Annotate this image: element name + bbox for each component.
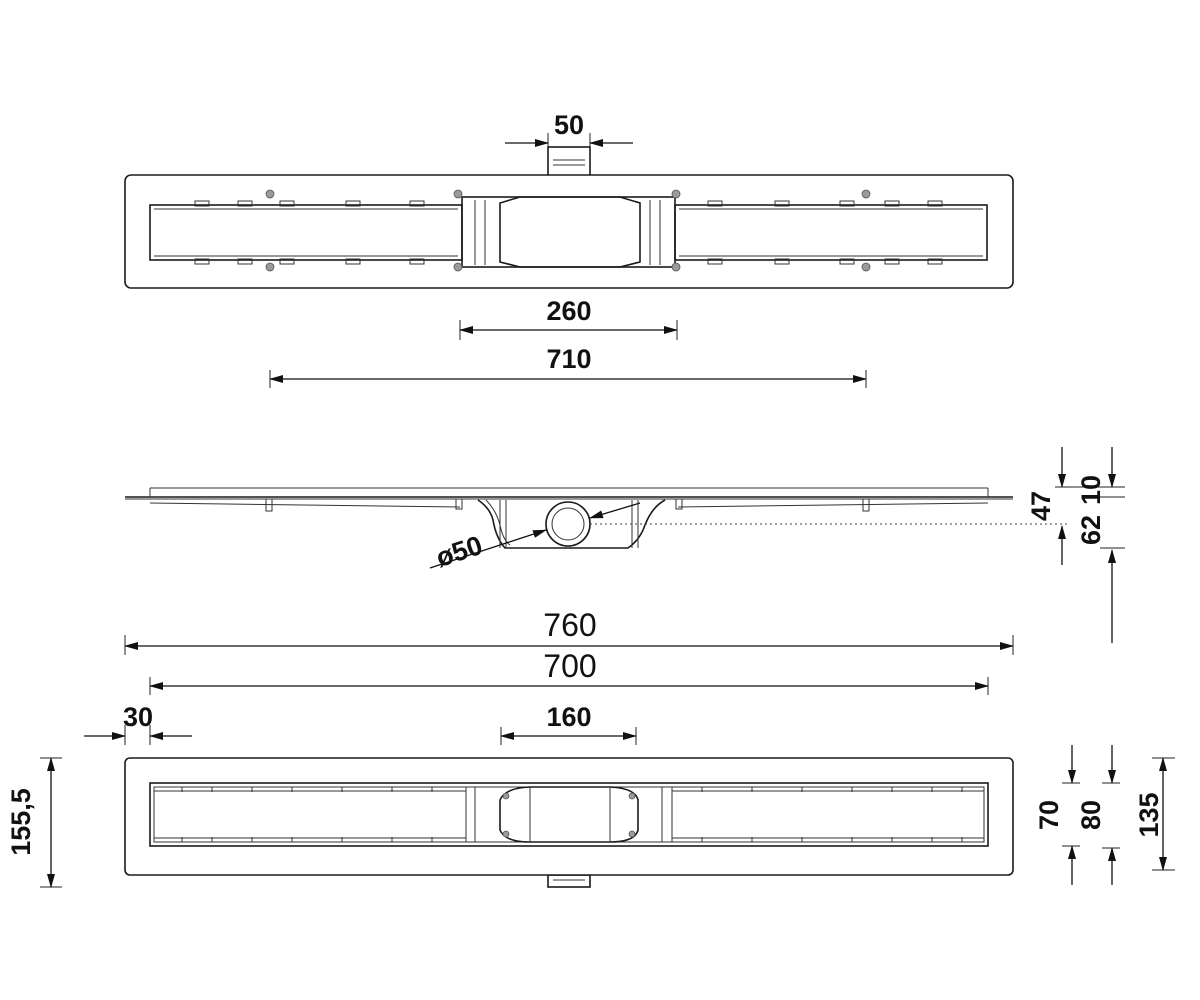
top-tabs [194,200,943,265]
dimension-outlet-width: 50 [505,110,633,150]
label-inner-height: 70 [1034,800,1064,830]
label-center-width: 260 [546,296,591,326]
label-total-length: 760 [543,607,596,643]
bottom-outlet-stub [547,874,591,888]
label-channel-height: 80 [1076,800,1106,830]
dimension-inner-length: 700 [149,648,989,695]
label-outlet-diameter: ø50 [432,530,486,573]
side-outlet-circle [545,501,591,547]
dimension-bottom-heights: 70 80 135 [1034,745,1175,885]
label-inner-length: 700 [543,648,596,684]
label-outlet-width: 50 [554,110,584,140]
bottom-rim-ticks [181,787,963,842]
dimension-side-depths: 47 10 62 [1026,447,1125,643]
label-height-left: 155,5 [6,788,36,856]
top-view: 50 260 710 [124,110,1014,388]
bottom-outer-frame [124,757,1014,876]
bottom-channel [149,782,989,847]
top-bolts [265,189,871,272]
label-outlet-center: 62 [1076,515,1106,545]
dimension-outlet-diameter: ø50 [429,502,641,573]
dimension-center-width: 260 [459,296,678,340]
bottom-sump [499,786,639,843]
dimension-edge-offset: 30 [84,702,192,745]
side-sump-body [477,499,666,549]
label-total-height: 135 [1134,792,1164,837]
dimension-total-length: 760 [124,607,1014,655]
bottom-view: 30 160 [6,702,1175,888]
label-flange: 10 [1076,475,1106,505]
label-total-depth: 47 [1026,491,1056,521]
dimension-bolt-span: 710 [269,344,867,388]
top-outer-frame [124,174,1014,289]
dimension-bottom-center-width: 160 [500,702,637,745]
side-view: ø50 47 10 62 [125,447,1125,643]
label-edge-offset: 30 [123,702,153,732]
label-bottom-center-width: 160 [546,702,591,732]
label-bolt-span: 710 [546,344,591,374]
dimension-height-left: 155,5 [6,757,62,888]
